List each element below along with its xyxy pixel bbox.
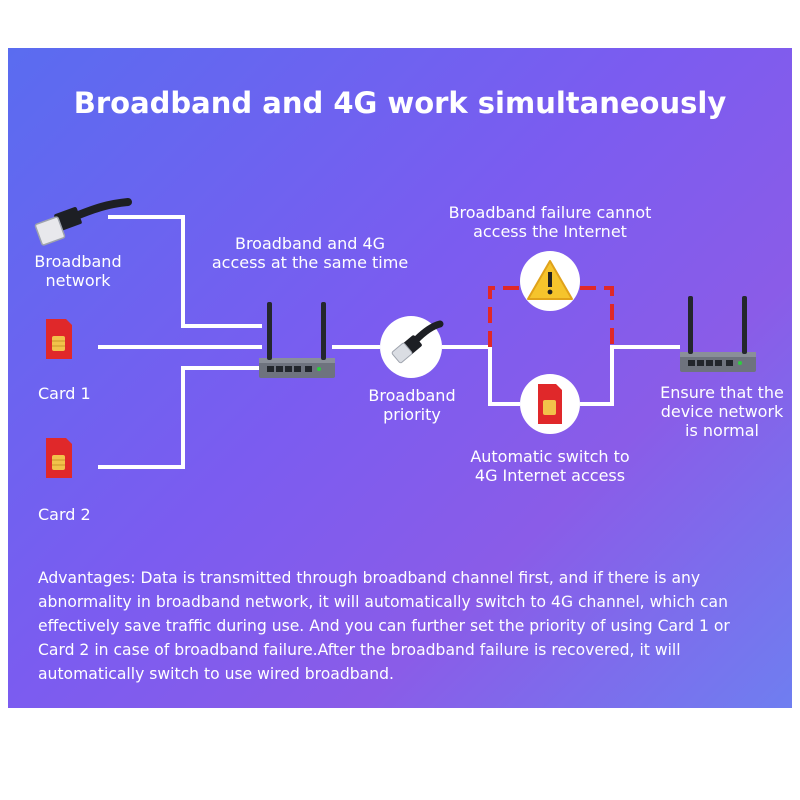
page-title: Broadband and 4G work simultaneously: [73, 86, 727, 120]
label-broadband-failure: Broadband failure cannot access the Inte…: [448, 203, 652, 241]
label-auto-switch: Automatic switch to 4G Internet access: [470, 447, 630, 485]
sim-card-icon-card2: [45, 437, 73, 479]
line-4g-path-right: [580, 345, 680, 406]
sim-card-icon-4g: [520, 374, 580, 434]
label-card1: Card 1: [38, 384, 91, 403]
line-card2: [98, 366, 262, 469]
label-access-same-time: Broadband and 4G access at the same time: [211, 234, 409, 272]
label-ensure-normal: Ensure that the device network is normal: [660, 383, 784, 440]
label-card2: Card 2: [38, 505, 91, 524]
label-broadband-priority: Broadband priority: [368, 386, 456, 424]
connection-lines: [98, 215, 680, 469]
ethernet-plug-icon-priority: [380, 316, 444, 378]
warning-icon: [520, 251, 580, 311]
line-broadband: [108, 215, 262, 328]
label-broadband-network: Broadband network: [34, 252, 122, 290]
router-icon-main: [259, 302, 335, 378]
failure-path: [488, 286, 614, 347]
ethernet-plug-icon: [34, 198, 132, 246]
advantages-text: Advantages: Data is transmitted through …: [38, 569, 730, 683]
line-4g-path: [488, 347, 520, 406]
sim-card-icon-card1: [45, 318, 73, 360]
background-panel: [8, 48, 792, 708]
router-icon-device: [680, 296, 756, 372]
